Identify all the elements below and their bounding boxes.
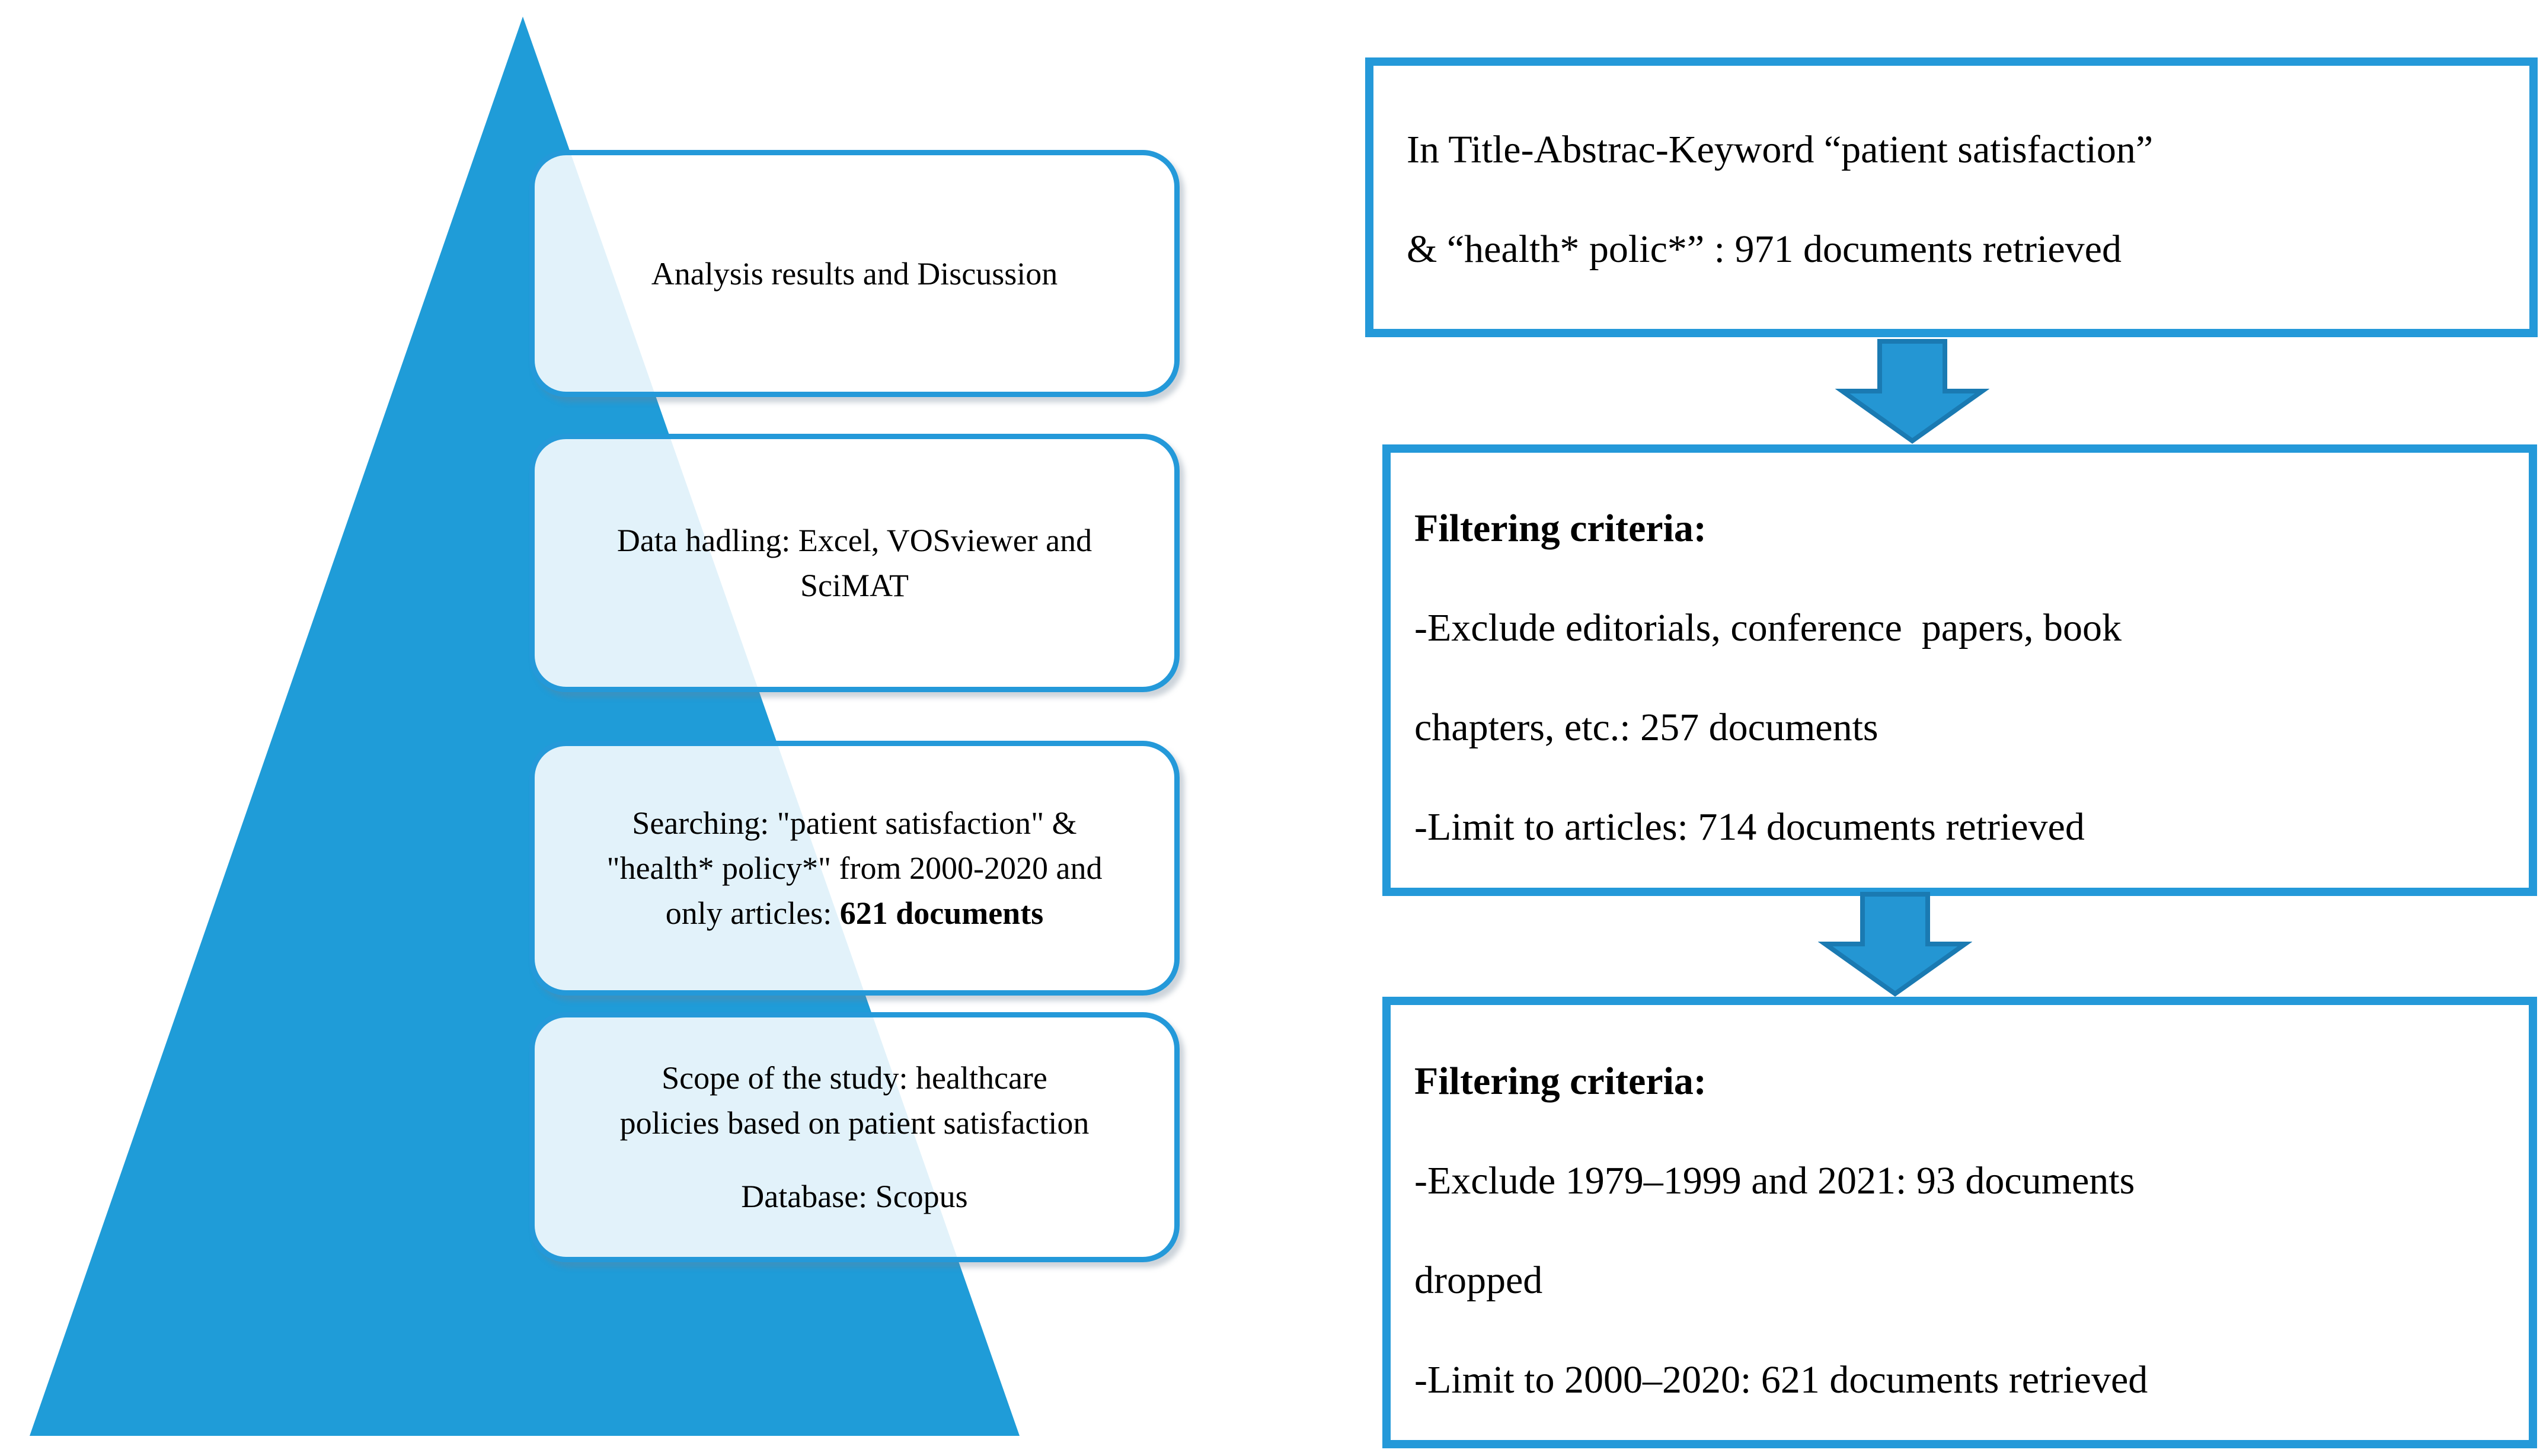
flow-box-search-query-line2: & “health* polic*” : 971 documents retri… (1407, 228, 2122, 271)
pyramid-box-searching-line3-count: 621 documents (839, 895, 1044, 931)
pyramid-box-database-line: Database: Scopus (741, 1179, 968, 1214)
pyramid-box-searching-line3: only articles: 621 documents (666, 891, 1043, 936)
flow-box-filtering-2-line1: -Exclude 1979–1999 and 2021: 93 document… (1414, 1159, 2135, 1202)
flow-box-search-query: In Title-Abstrac-Keyword “patient satisf… (1365, 57, 2538, 337)
flow-box-filtering-1-title: Filtering criteria: (1414, 507, 1707, 550)
pyramid-box-data-handling-line2: SciMAT (800, 568, 909, 603)
pyramid-box-analysis: Analysis results and Discussion (529, 150, 1180, 397)
flow-box-search-query-line1: In Title-Abstrac-Keyword “patient satisf… (1407, 128, 2154, 171)
pyramid-box-scope-paragraph: Scope of the study: healthcare policies … (620, 1055, 1090, 1145)
flow-box-filtering-1-line2: chapters, etc.: 257 documents (1414, 706, 1879, 749)
pyramid-box-data-handling-line1: Data hadling: Excel, VOSviewer and (616, 523, 1092, 558)
pyramid-box-searching-line3-text: only articles: (665, 895, 840, 931)
down-arrow-icon-2 (1818, 892, 1972, 997)
flow-box-filtering-2: Filtering criteria: -Exclude 1979–1999 a… (1382, 997, 2537, 1448)
pyramid-box-scope-line1: Scope of the study: healthcare (662, 1060, 1047, 1096)
flow-box-filtering-1: Filtering criteria: -Exclude editorials,… (1382, 444, 2537, 896)
pyramid-box-data-handling: Data hadling: Excel, VOSviewer and SciMA… (529, 434, 1180, 692)
pyramid-box-searching-line1: Searching: "patient satisfaction" & (632, 805, 1077, 841)
pyramid-box-scope-line2: policies based on patient satisfaction (619, 1105, 1090, 1141)
pyramid-box-searching-line2: "health* policy*" from 2000-2020 and (606, 850, 1103, 886)
pyramid-box-searching: Searching: "patient satisfaction" & "hea… (529, 741, 1180, 996)
down-arrow-icon-1-shape (1835, 339, 1989, 444)
down-arrow-icon-2-shape (1818, 892, 1972, 997)
flow-box-filtering-2-line2: dropped (1414, 1259, 1543, 1302)
pyramid-box-analysis-text: Analysis results and Discussion (651, 255, 1058, 292)
flow-box-filtering-2-line3: -Limit to 2000–2020: 621 documents retri… (1414, 1358, 2148, 1401)
down-arrow-icon-1 (1835, 339, 1989, 444)
flow-box-filtering-2-title: Filtering criteria: (1414, 1060, 1707, 1103)
flow-box-filtering-1-line1: -Exclude editorials, conference papers, … (1414, 606, 2122, 649)
flow-box-filtering-1-line3: -Limit to articles: 714 documents retrie… (1414, 805, 2085, 849)
pyramid-box-scope: Scope of the study: healthcare policies … (529, 1012, 1180, 1262)
